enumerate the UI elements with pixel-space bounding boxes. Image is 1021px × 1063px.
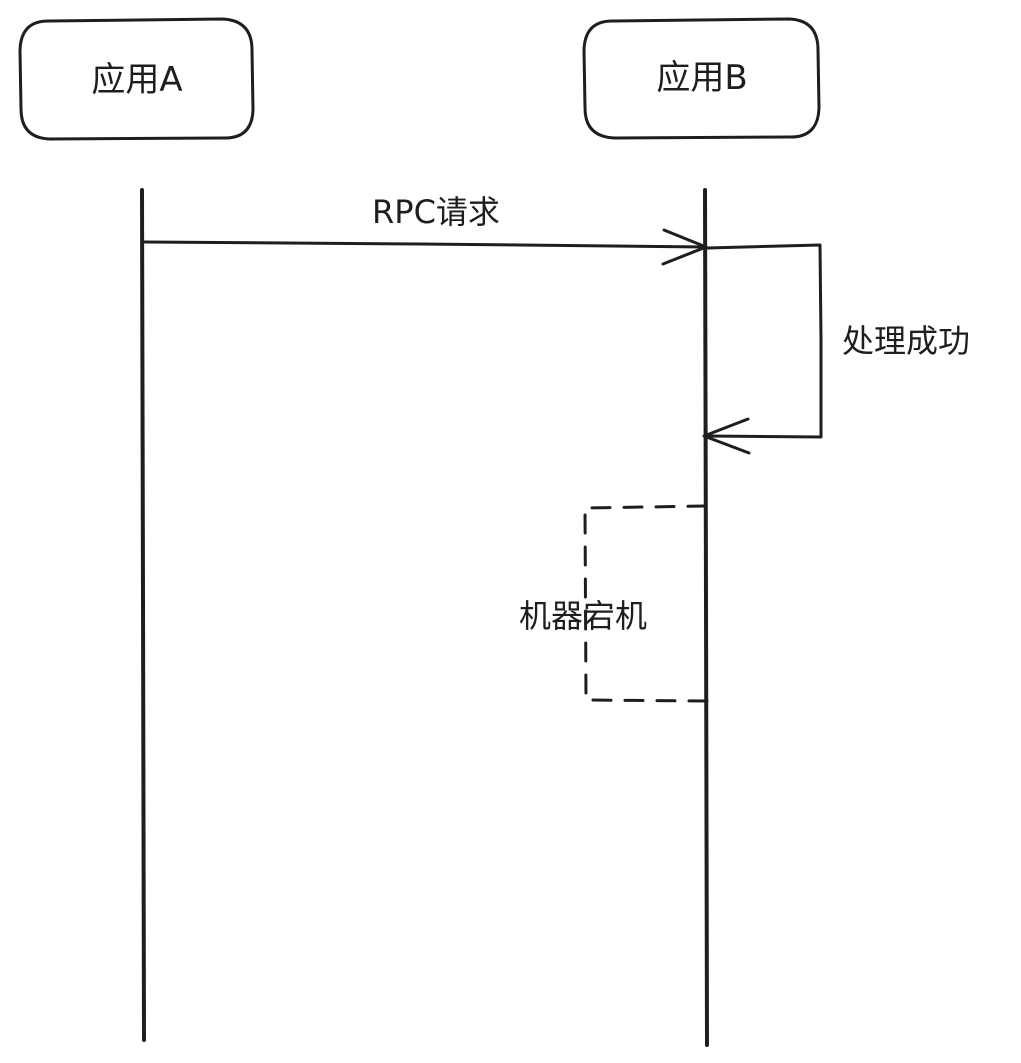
- process-success-arrowhead: [702, 417, 751, 455]
- machine-down-label: 机器宕机: [519, 597, 647, 635]
- message-rpc-request: RPC请求: [142, 193, 708, 266]
- actor-a-label: 应用A: [91, 60, 182, 100]
- rpc-request-arrowhead: [661, 228, 708, 266]
- rpc-request-arrow-line: [142, 240, 707, 249]
- annotation-machine-down: 机器宕机: [519, 504, 710, 703]
- actor-b-box: [582, 17, 821, 140]
- actor-b: 应用B: [582, 17, 821, 140]
- process-success-loop-line: [704, 243, 823, 439]
- process-success-label: 处理成功: [842, 322, 970, 360]
- message-process-success: 处理成功: [702, 243, 970, 455]
- actor-a-box: [18, 17, 255, 141]
- rpc-request-label: RPC请求: [372, 193, 500, 231]
- lifeline-b: [703, 188, 709, 1047]
- lifeline-a: [140, 188, 146, 1042]
- actor-b-label: 应用B: [656, 58, 747, 98]
- actor-a: 应用A: [18, 17, 255, 141]
